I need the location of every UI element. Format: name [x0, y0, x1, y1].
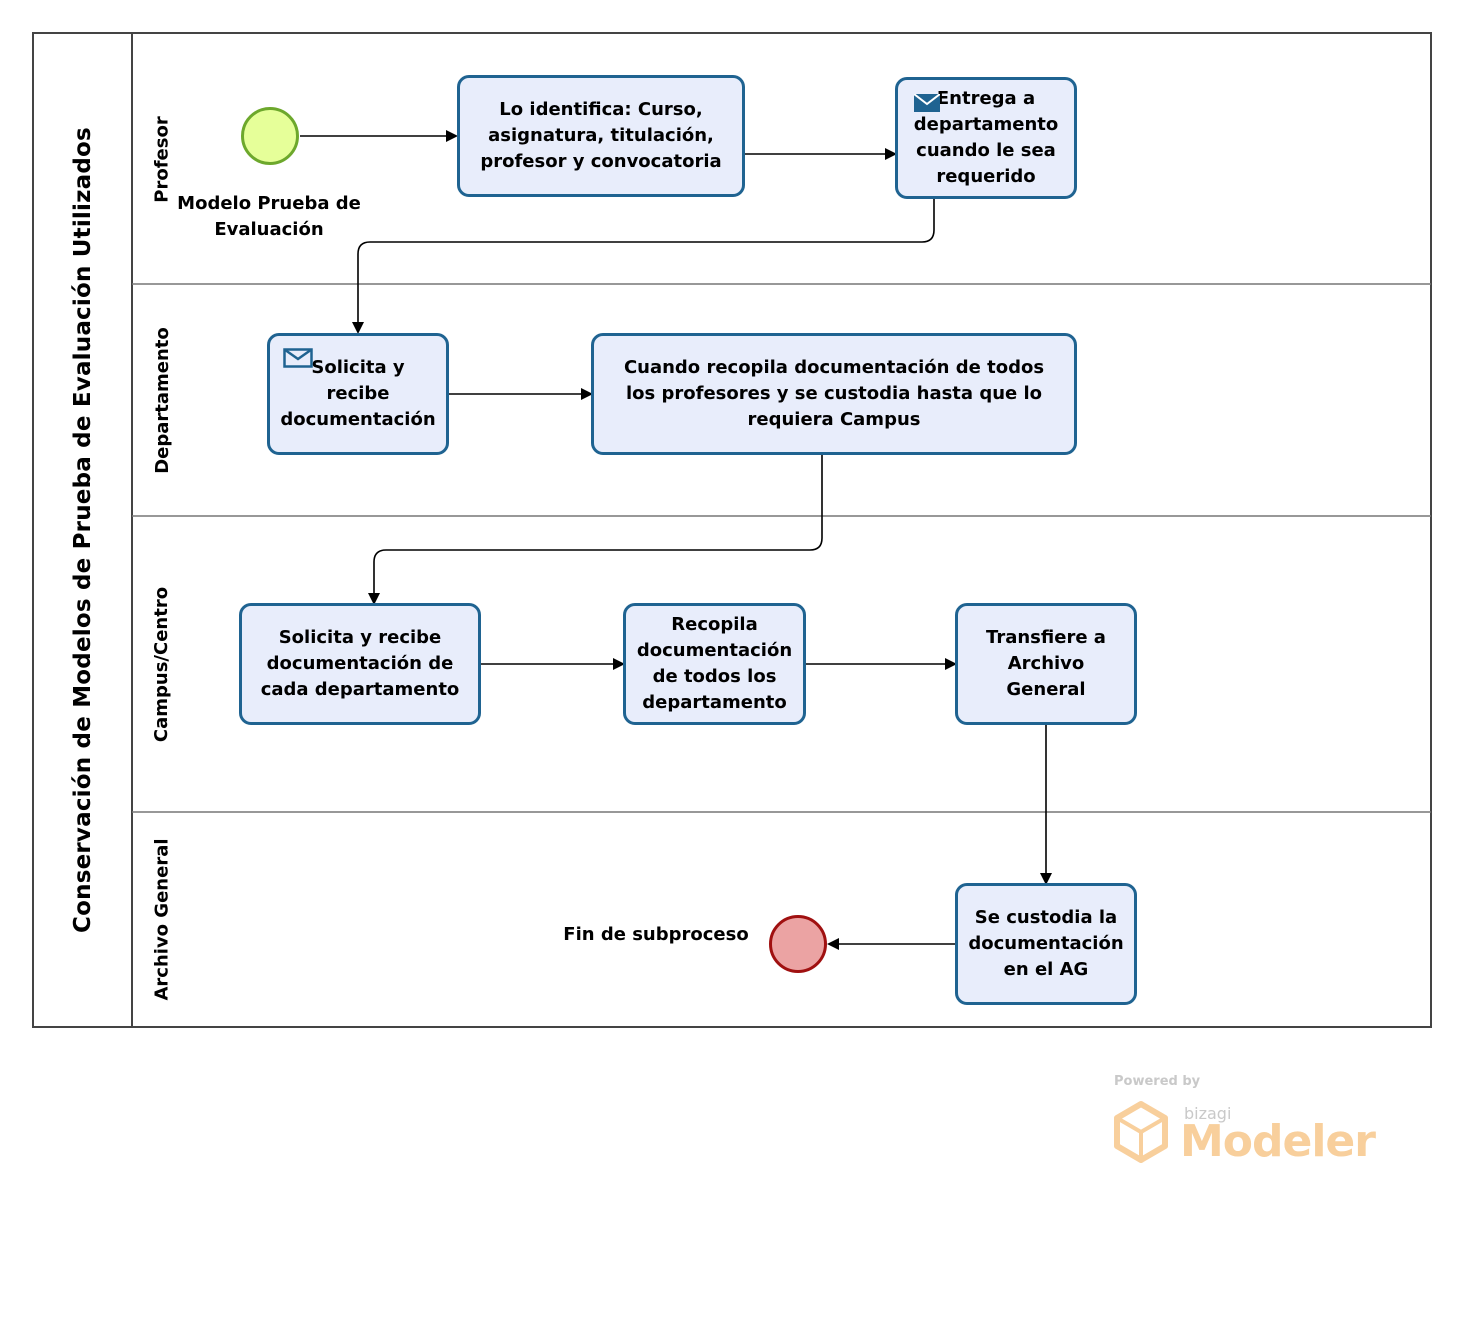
task-custodia[interactable]: Se custodia la documentación en el AG [955, 883, 1137, 1005]
envelope-filled-icon [914, 94, 940, 112]
start-event[interactable] [241, 107, 299, 165]
task-entrega[interactable]: Entrega a departamento cuando le sea req… [895, 77, 1077, 199]
pool-title: Conservación de Modelos de Prueba de Eva… [69, 127, 96, 933]
lane-title-archivo: Archivo General [151, 838, 173, 1001]
end-event-label: Fin de subproceso [563, 924, 749, 945]
task-custodia-label: Se custodia la documentación en el AG [968, 907, 1124, 980]
watermark-brand-text: bizagi [1184, 1104, 1232, 1123]
lane-title-campus: Campus/Centro [151, 586, 173, 743]
task-solicita-campus[interactable]: Solicita y recibe documentación de cada … [239, 603, 481, 725]
task-solicita-departamento[interactable]: Solicita y recibe documentación [267, 333, 449, 455]
envelope-outline-icon [283, 348, 313, 368]
bizagi-watermark: Powered by bizagi Modeler [1112, 1074, 1376, 1174]
task-recopila-departamento[interactable]: Cuando recopila documentación de todos l… [591, 333, 1077, 455]
task-solicita-campus-label: Solicita y recibe documentación de cada … [260, 627, 460, 700]
task-transfiere-label: Transfiere a Archivo General [986, 627, 1106, 700]
task-solicita-departamento-label: Solicita y recibe documentación [280, 357, 436, 430]
flow-recopila-dep-to-solicita-campus [368, 455, 823, 605]
task-entrega-label: Entrega a departamento cuando le sea req… [913, 88, 1059, 187]
watermark-powered-text: Powered by [1114, 1074, 1201, 1089]
start-event-label: Modelo Prueba de Evaluación [177, 193, 361, 240]
task-identifica-label: Lo identifica: Curso, asignatura, titula… [480, 99, 722, 172]
lane-title-profesor: Profesor [151, 115, 173, 203]
task-recopila-campus[interactable]: Recopila documentación de todos los depa… [623, 603, 806, 725]
task-identifica[interactable]: Lo identifica: Curso, asignatura, titula… [457, 75, 745, 197]
bizagi-cube-icon [1114, 1101, 1168, 1163]
flow-entrega-to-solicita-dep [352, 199, 935, 334]
watermark-product-text: Modeler [1180, 1116, 1376, 1167]
task-recopila-campus-label: Recopila documentación de todos los depa… [636, 614, 793, 713]
lane-title-departamento: Departamento [151, 327, 173, 474]
task-recopila-departamento-label: Cuando recopila documentación de todos l… [623, 357, 1045, 430]
pool-border [32, 32, 1432, 1028]
task-transfiere[interactable]: Transfiere a Archivo General [955, 603, 1137, 725]
end-event[interactable] [769, 915, 827, 973]
